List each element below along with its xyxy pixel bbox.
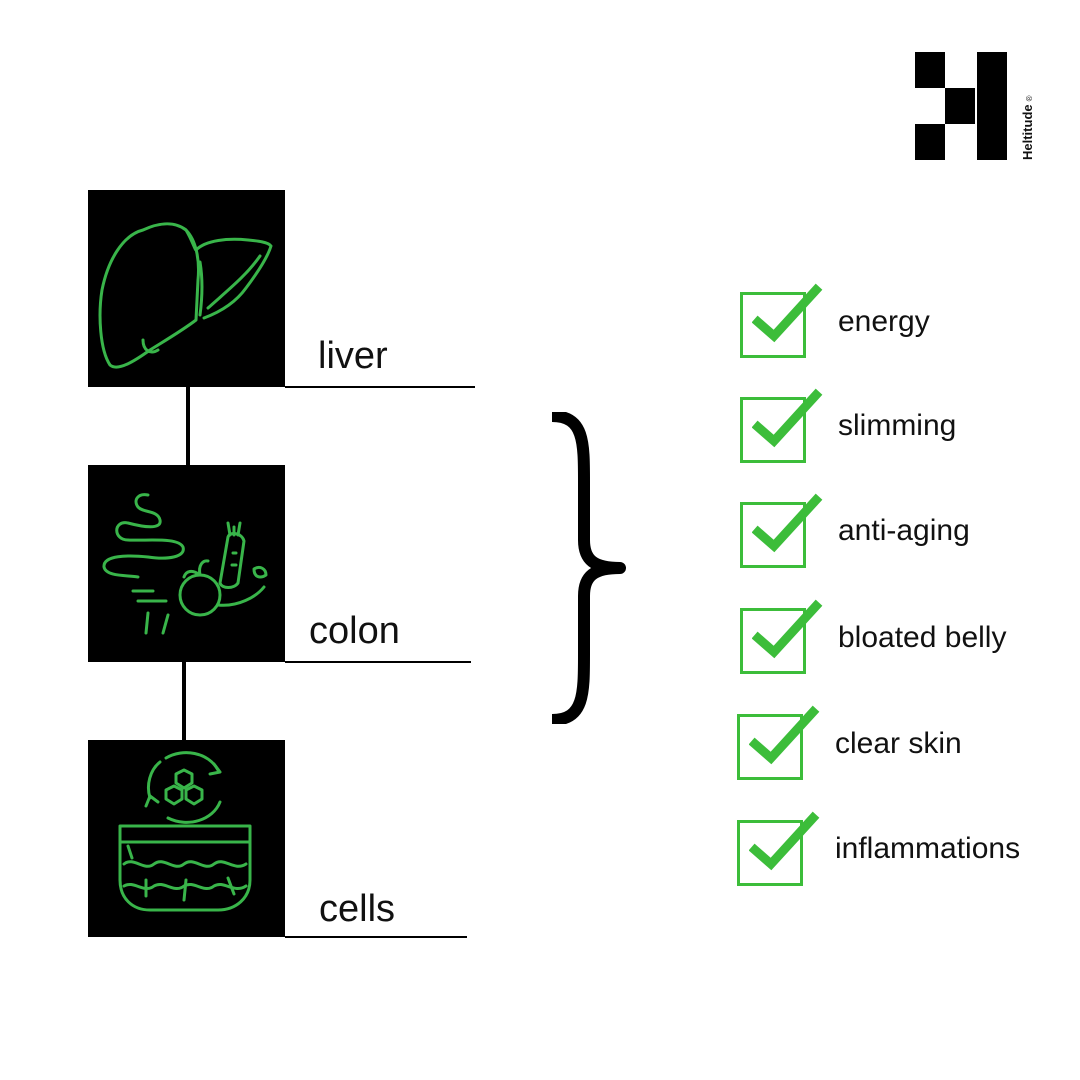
benefit-label-clear-skin: clear skin xyxy=(835,727,962,760)
benefit-label-inflammations: inflammations xyxy=(835,832,1021,865)
brand-logo-icon xyxy=(915,52,1007,160)
benefit-checkbox-energy xyxy=(740,292,806,358)
benefit-checkbox-bloated-belly xyxy=(740,608,806,674)
cells-box xyxy=(88,740,285,937)
checkmark-icon xyxy=(749,811,820,871)
benefit-label-anti-aging: anti-aging xyxy=(838,514,970,547)
liver-box xyxy=(88,190,285,387)
colon-box xyxy=(88,465,285,662)
cells-underline xyxy=(285,936,467,938)
right-curly-brace-icon xyxy=(551,412,626,724)
organ-label-liver: liver xyxy=(318,335,388,377)
benefit-checkbox-slimming xyxy=(740,397,806,463)
checkmark-icon xyxy=(752,599,823,659)
checkmark-icon xyxy=(749,705,820,765)
benefit-checkbox-inflammations xyxy=(737,820,803,886)
liver-underline xyxy=(285,386,475,388)
checkmark-icon xyxy=(752,283,823,343)
benefit-label-energy: energy xyxy=(838,305,930,338)
brand-name-text: Heltitude xyxy=(1020,104,1035,160)
brand-name: Heltitude ® xyxy=(1020,70,1036,160)
colon-cells-connector xyxy=(182,662,186,740)
cells-regeneration-icon xyxy=(118,751,252,912)
brand-logo xyxy=(915,52,1007,160)
checkmark-icon xyxy=(752,493,823,553)
checkmark-icon xyxy=(752,388,823,448)
liver-colon-connector xyxy=(186,387,190,466)
benefit-checkbox-clear-skin xyxy=(737,714,803,780)
organ-label-cells: cells xyxy=(319,888,396,930)
benefit-checkbox-anti-aging xyxy=(740,502,806,568)
brand-registered-mark: ® xyxy=(1025,95,1034,102)
colon-food-icon xyxy=(102,493,268,635)
benefit-label-slimming: slimming xyxy=(838,409,957,442)
organ-label-colon: colon xyxy=(309,610,400,652)
benefit-label-bloated-belly: bloated belly xyxy=(838,621,1007,654)
liver-icon xyxy=(98,222,273,369)
colon-underline xyxy=(285,661,471,663)
